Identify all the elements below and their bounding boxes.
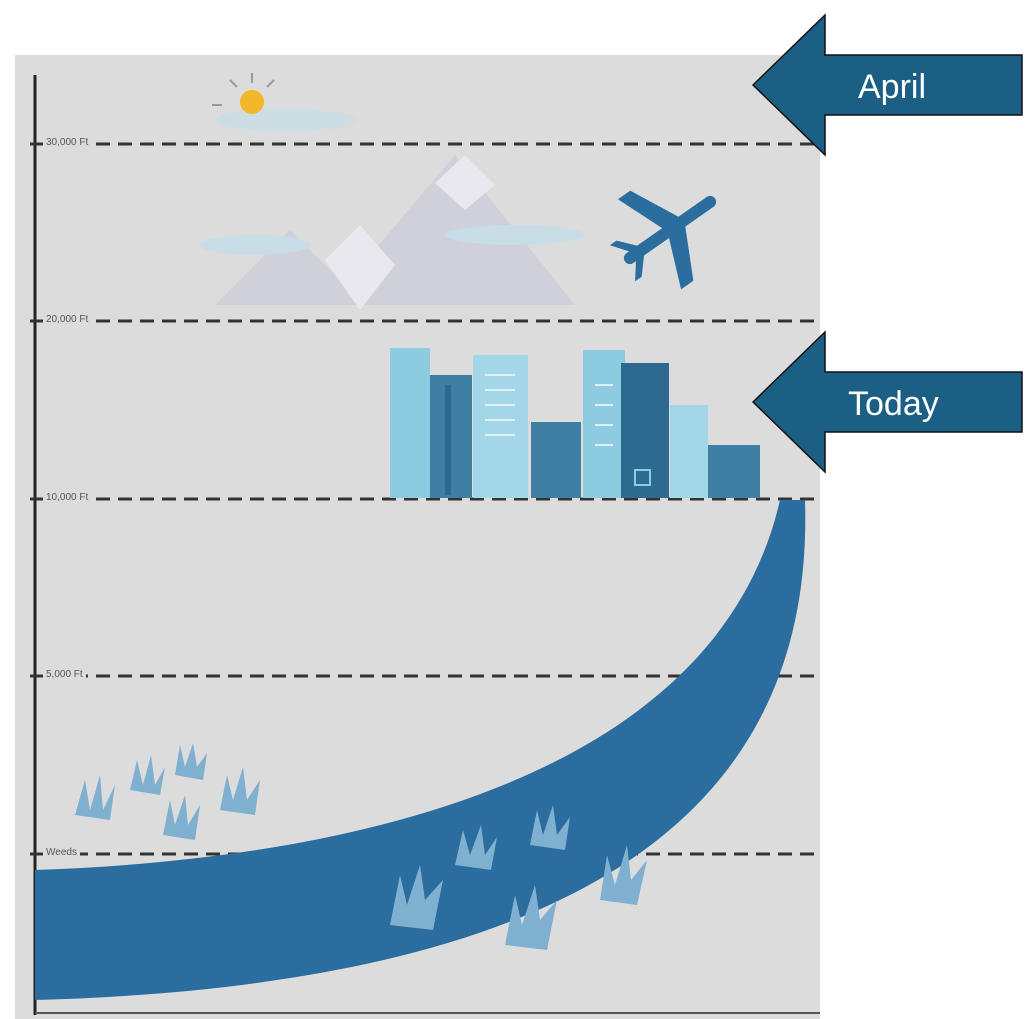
growth-curve <box>35 500 806 1000</box>
april-arrow: April <box>750 10 1025 160</box>
level-label-10000: 10,000 Ft <box>43 492 92 503</box>
airplane-icon <box>609 190 717 290</box>
sun-icon <box>212 73 355 132</box>
mountain-icon <box>200 155 585 310</box>
today-arrow: Today <box>750 327 1025 477</box>
city-buildings-icon <box>390 348 760 498</box>
today-label: Today <box>848 385 939 423</box>
grass-icon <box>75 743 647 950</box>
april-label: April <box>858 68 927 106</box>
diagram-scene <box>30 73 820 1015</box>
level-label-20000: 20,000 Ft <box>43 314 92 325</box>
altitude-diagram-panel: 30,000 Ft 20,000 Ft 10,000 Ft 5,000 Ft W… <box>15 55 820 1019</box>
level-label-5000: 5,000 Ft <box>43 669 86 680</box>
level-label-30000: 30,000 Ft <box>43 137 92 148</box>
level-label-weeds: Weeds <box>43 847 80 858</box>
